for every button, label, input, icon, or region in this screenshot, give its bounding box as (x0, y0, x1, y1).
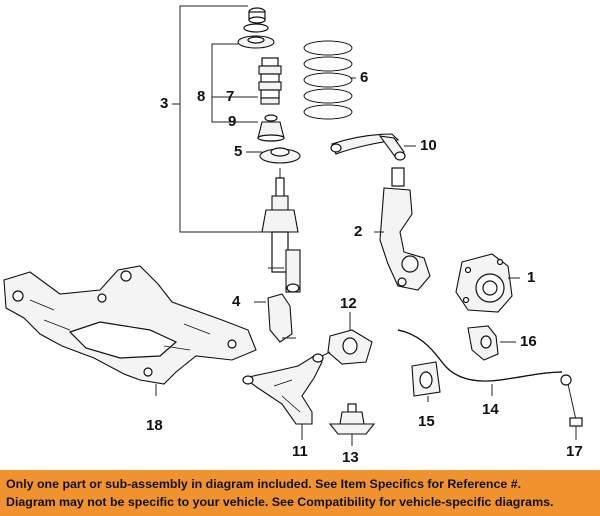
callout-1: 1 (527, 269, 536, 286)
bushing-12 (327, 312, 373, 365)
callout-10: 10 (420, 137, 437, 154)
bracket-4 (254, 293, 296, 343)
callout-16: 16 (520, 333, 537, 350)
parts-diagram: 1 2 3 4 5 6 7 8 9 10 11 12 13 14 15 16 1… (3, 5, 583, 466)
callout-15: 15 (418, 413, 435, 430)
callout-7: 7 (226, 88, 235, 105)
callout-12: 12 (340, 295, 357, 312)
dust-boot (258, 57, 282, 105)
callout-14: 14 (482, 401, 499, 418)
strut-shock (261, 168, 301, 293)
callout-11: 11 (292, 443, 308, 460)
callout-2: 2 (354, 223, 363, 240)
suspension-line-art (3, 5, 583, 446)
stabilizer-bushing (411, 361, 441, 402)
callout-17: 17 (566, 443, 583, 460)
callout-9: 9 (228, 113, 237, 130)
upper-mount-plate (237, 23, 275, 49)
coil-spring (303, 40, 353, 120)
stabilizer-bracket (467, 325, 516, 361)
ball-joint (328, 403, 376, 446)
disclaimer-banner: Only one part or sub-assembly in diagram… (0, 470, 600, 516)
callout-6: 6 (360, 69, 369, 86)
disclaimer-line-2: Diagram may not be specific to your vehi… (6, 495, 554, 509)
front-subframe (3, 265, 257, 396)
lower-control-arm (242, 351, 331, 440)
hub-bearing (455, 253, 520, 313)
bracket-8 (211, 43, 258, 123)
upper-control-arm (330, 133, 416, 161)
disclaimer-line-1: Only one part or sub-assembly in diagram… (6, 477, 522, 491)
bracket-3 (172, 5, 268, 233)
bump-stop (257, 114, 285, 142)
callout-13: 13 (342, 449, 359, 466)
steering-knuckle (374, 167, 431, 291)
top-mount-cap (248, 7, 266, 24)
callout-3: 3 (160, 95, 169, 112)
callout-5: 5 (234, 143, 243, 160)
spring-seat (259, 147, 301, 164)
callout-4: 4 (232, 293, 241, 310)
callout-8: 8 (197, 88, 206, 105)
callout-18: 18 (146, 417, 163, 434)
stabilizer-link (560, 374, 583, 440)
